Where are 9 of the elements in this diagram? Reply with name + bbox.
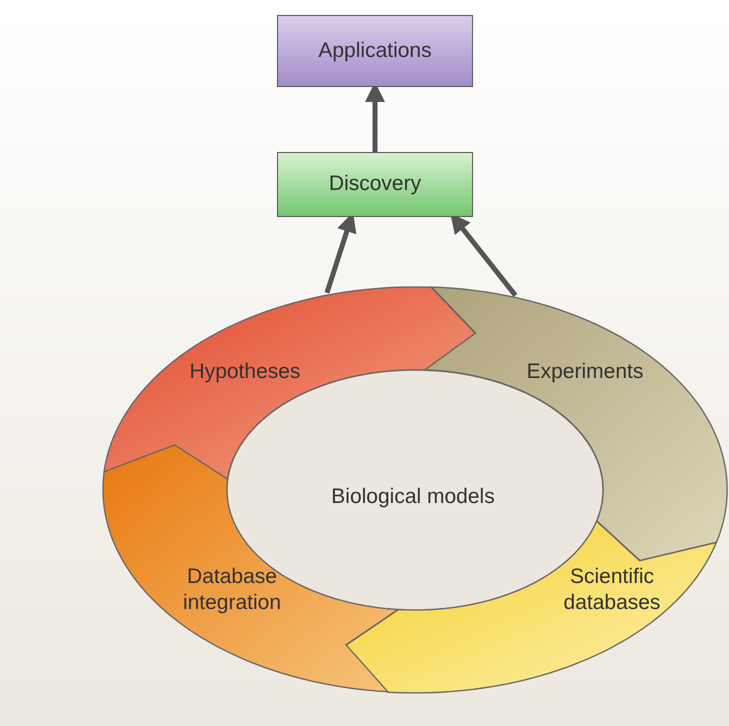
process-box: [277, 15, 473, 87]
box-label: Applications: [318, 38, 432, 64]
process-box: [277, 152, 473, 217]
box-label: Discovery: [328, 171, 422, 198]
segment-label: Hypotheses: [188, 358, 302, 385]
segment-label: Database integration: [182, 564, 282, 616]
segment-label: Experiments: [526, 358, 644, 385]
segment-label: Biological models: [330, 484, 496, 510]
segment-label: Scientific databases: [562, 564, 662, 616]
